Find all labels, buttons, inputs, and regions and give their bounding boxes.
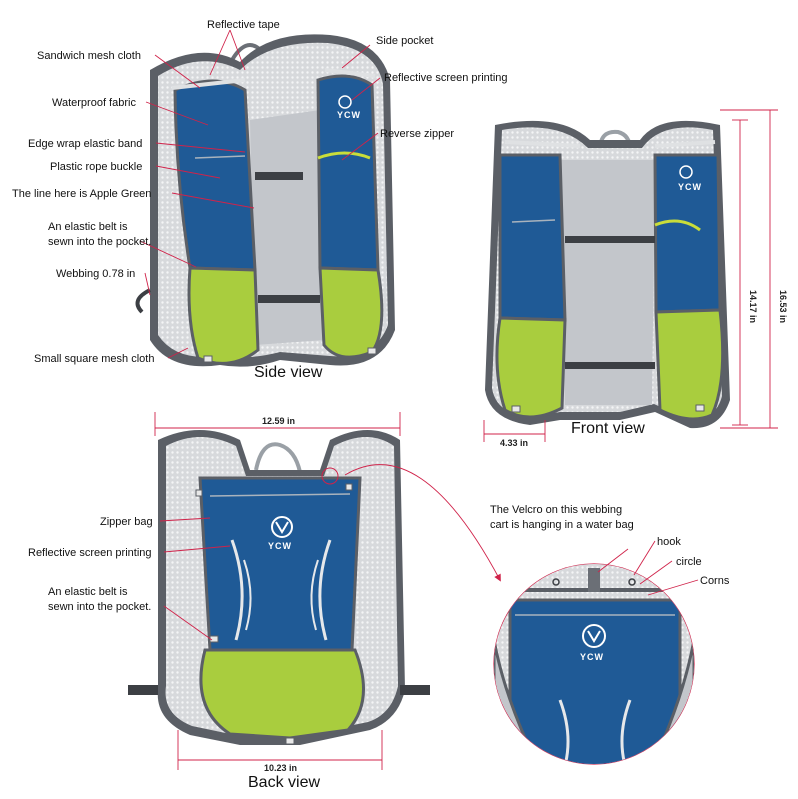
front-view-vest: YCW xyxy=(485,120,730,429)
label-waterproof-fabric: Waterproof fabric xyxy=(52,97,136,109)
back-view-vest: YCW xyxy=(128,430,430,745)
side-view-vest: YCW xyxy=(135,34,395,367)
dim-back-top-width: 12.59 in xyxy=(262,416,295,426)
label-corns: Corns xyxy=(700,575,730,587)
label-edge-wrap-elastic-band: Edge wrap elastic band xyxy=(28,138,142,150)
label-elastic-belt-side-2: sewn into the pocket. xyxy=(48,236,151,248)
label-elastic-belt-back-1: An elastic belt is xyxy=(48,586,128,598)
label-reflective-screen-printing-back: Reflective screen printing xyxy=(28,547,152,559)
label-side-pocket: Side pocket xyxy=(376,35,433,47)
label-webbing: Webbing 0.78 in xyxy=(56,268,135,280)
label-elastic-belt-back-2: sewn into the pocket. xyxy=(48,601,151,613)
title-back-view: Back view xyxy=(248,774,320,791)
callout-labels: Reflective tape Sandwich mesh cloth Side… xyxy=(12,19,730,613)
title-front-view: Front view xyxy=(571,420,645,437)
zoom-arrow xyxy=(344,464,501,582)
label-reverse-zipper: Reverse zipper xyxy=(380,128,454,140)
leader-lines xyxy=(139,29,699,641)
dim-front-inner-height: 14.17 in xyxy=(748,290,758,323)
label-reflective-screen-printing-side: Reflective screen printing xyxy=(384,72,508,84)
label-circle: circle xyxy=(676,556,702,568)
label-velcro-1: The Velcro on this webbing xyxy=(490,504,622,516)
label-plastic-rope-buckle: Plastic rope buckle xyxy=(50,161,142,173)
label-sandwich-mesh-cloth: Sandwich mesh cloth xyxy=(37,50,141,62)
label-apple-green-line: The line here is Apple Green xyxy=(12,188,151,200)
label-hook: hook xyxy=(657,536,681,548)
label-velcro-2: cart is hanging in a water bag xyxy=(490,519,634,531)
label-small-square-mesh-cloth: Small square mesh cloth xyxy=(34,353,154,365)
dim-front-strap-width: 4.33 in xyxy=(500,438,528,448)
zoom-source-circle xyxy=(321,467,339,485)
label-reflective-tape: Reflective tape xyxy=(207,19,280,31)
dim-back-bottom-width: 10.23 in xyxy=(264,763,297,773)
back-brand-text: YCW xyxy=(268,541,292,551)
detail-zoom-circle: YCW xyxy=(493,563,695,765)
title-side-view: Side view xyxy=(254,364,323,381)
dim-front-total-height: 16.53 in xyxy=(778,290,788,323)
dimension-lines xyxy=(154,109,778,770)
front-brand-text: YCW xyxy=(678,182,702,192)
label-zipper-bag: Zipper bag xyxy=(100,516,153,528)
detail-brand-text: YCW xyxy=(580,652,604,662)
label-elastic-belt-side-1: An elastic belt is xyxy=(48,221,128,233)
side-brand-text: YCW xyxy=(337,110,361,120)
